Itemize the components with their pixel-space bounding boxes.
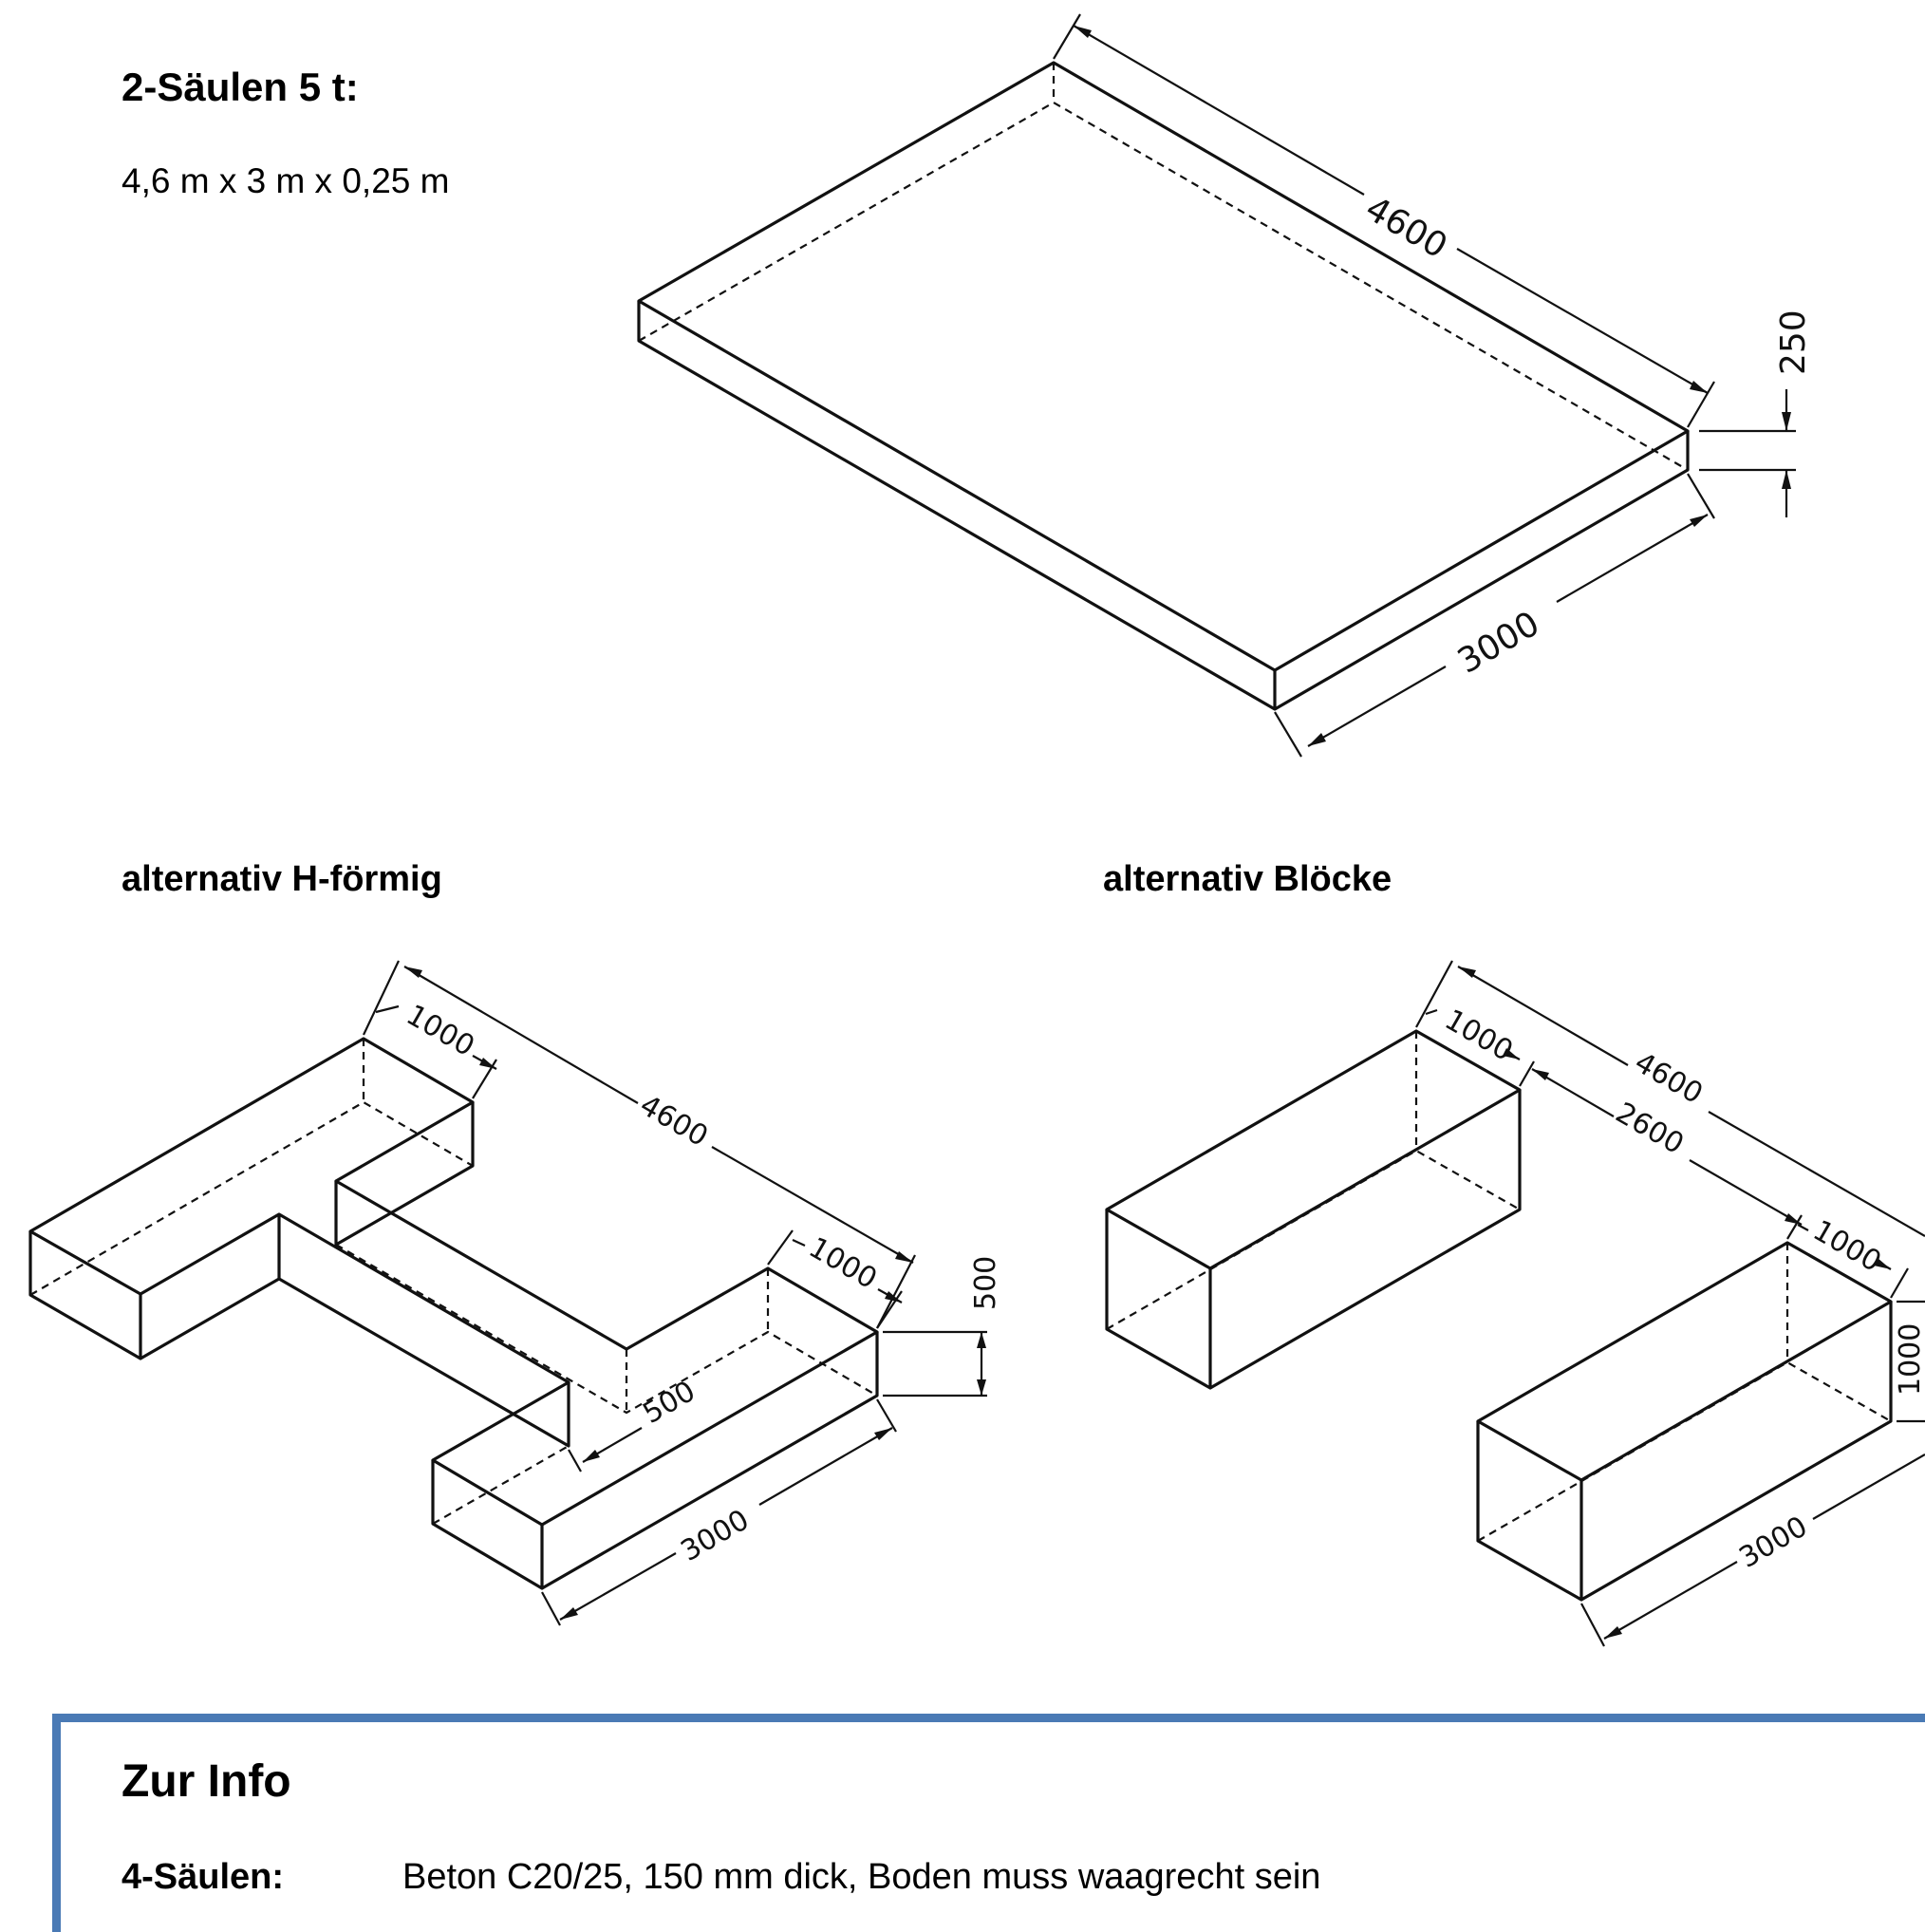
blocks-width-bottom-label: 1000 xyxy=(1807,1214,1887,1279)
blocks-height-label: 1000 xyxy=(1894,1323,1925,1396)
blocks-width-label: 3000 xyxy=(1734,1510,1814,1574)
h-height-label: 500 xyxy=(969,1256,1002,1310)
blocks-gap-label: 2600 xyxy=(1610,1097,1690,1161)
slab-width-label: 3000 xyxy=(1451,604,1546,681)
h-leg-width-top-label: 1000 xyxy=(401,999,480,1063)
blocks-drawing: 4600 2600 1000 1000 1000 3000 xyxy=(1105,960,1925,1647)
info-title: Zur Info xyxy=(121,1756,291,1807)
h-shape-title: alternativ H-förmig xyxy=(121,859,442,899)
info-box: Zur Info 4-Säulen: Beton C20/25, 150 mm … xyxy=(52,1714,1925,1932)
h-bridge-label: 500 xyxy=(638,1375,701,1431)
main-title: 2-Säulen 5 t: xyxy=(121,65,359,109)
blocks-length-label: 4600 xyxy=(1629,1046,1709,1111)
h-length-label: 4600 xyxy=(634,1089,714,1154)
slab-top-face xyxy=(637,61,1690,672)
info-label: 4-Säulen: xyxy=(121,1857,285,1897)
main-dimensions: 4,6 m x 3 m x 0,25 m xyxy=(121,161,450,200)
slab-side-faces xyxy=(637,301,1690,711)
slab-length-label: 4600 xyxy=(1359,189,1454,266)
blocks-width-top-label: 1000 xyxy=(1439,1004,1519,1068)
h-width-label: 3000 xyxy=(676,1503,756,1567)
h-shape-drawing: 4600 1000 1000 500 500 3000 xyxy=(28,960,1002,1626)
info-text: Beton C20/25, 150 mm dick, Boden muss wa… xyxy=(402,1857,1321,1897)
slab-drawing: 4600 3000 250 xyxy=(637,13,1813,758)
h-leg-width-bottom-label: 1000 xyxy=(803,1231,883,1296)
slab-height-label: 250 xyxy=(1774,309,1813,375)
blocks-title: alternativ Blöcke xyxy=(1103,859,1392,899)
